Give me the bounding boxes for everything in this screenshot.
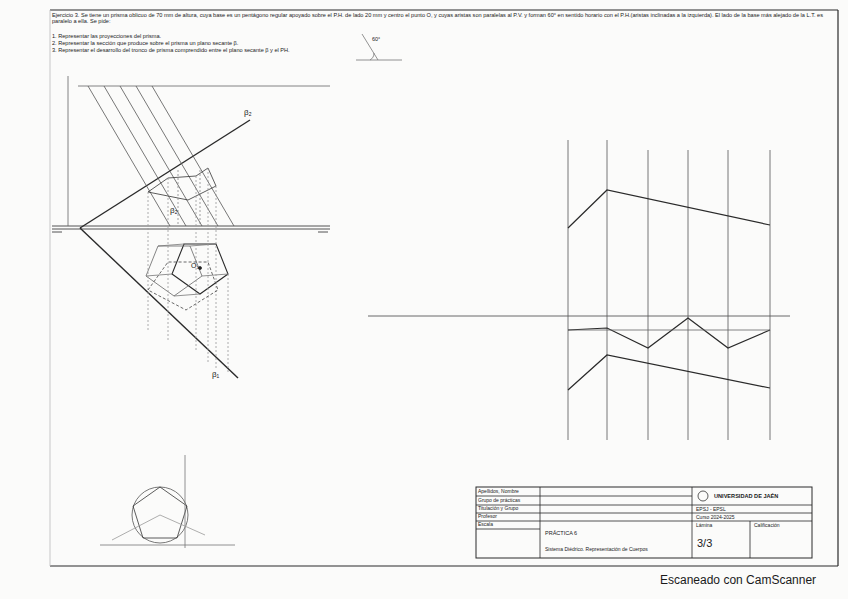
table-cell: Grupo de prácticas [478,498,520,504]
exercise-statement: Ejercicio 3. Se tiene un prisma oblicuo … [52,12,832,25]
table-cell: Escala [478,522,493,528]
trace-label: β₂ [170,206,178,215]
angle-label: 60° [372,36,380,42]
task-item: 2. Representar la sección que produce so… [52,40,238,46]
table-cell: Sistema Diédrico. Representación de Cuer… [545,547,648,553]
trace-label: β₁ [212,370,219,379]
table-cell: Titulación y Grupo [478,506,518,512]
table-cell: Lámina [696,523,712,529]
trace-label: β₂ [244,108,252,117]
watermark: Escaneado con CamScanner [660,574,816,588]
table-cell: 3/3 [697,537,712,550]
table-cell: UNIVERSIDAD DE JAÉN [714,493,778,499]
table-cell: EPSJ - EPSL [696,507,726,513]
table-cell: Apellidos, Nombre [478,489,519,495]
table-cell: Curso 2024-2025 [696,515,735,521]
table-cell: Calificación [754,523,780,529]
task-item: 1. Representar las proyecciones del pris… [52,33,161,39]
task-item: 3. Representar el desarrollo del tronco … [52,47,290,53]
point-label: O₁ [191,262,199,270]
table-cell: PRÁCTICA 6 [545,530,577,536]
table-cell: Profesor [478,514,497,520]
